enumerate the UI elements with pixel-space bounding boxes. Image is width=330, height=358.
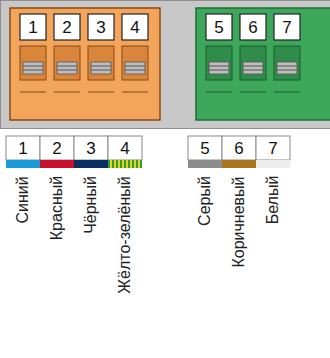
table-cell (222, 136, 256, 160)
table-cell (108, 136, 142, 160)
color-name: Жёлто-зелёный (117, 176, 133, 293)
opening-line (209, 66, 229, 67)
color-swatch (222, 160, 256, 168)
color-name: Белый (265, 176, 281, 225)
table-cell (6, 136, 40, 160)
clamp-body (88, 46, 114, 80)
clamp-body (206, 46, 232, 80)
color-swatch (40, 160, 74, 168)
clamp-body (122, 46, 148, 80)
number-window (122, 14, 148, 40)
opening-line (23, 66, 43, 67)
opening-line (209, 70, 229, 71)
table-cell (74, 136, 108, 160)
terminal-number: 2 (62, 19, 71, 36)
terminal-number: 4 (130, 19, 139, 36)
wire-opening (125, 62, 145, 74)
color-name: Коричневый (231, 176, 247, 267)
table-number: 5 (200, 140, 209, 157)
terminal-screws (20, 14, 300, 92)
table-number: 7 (268, 140, 277, 157)
opening-line (243, 70, 263, 71)
table-number: 2 (52, 140, 61, 157)
clamp-body (240, 46, 266, 80)
wire-opening (23, 62, 43, 74)
green-terminal-block (196, 8, 330, 120)
opening-line (243, 66, 263, 67)
number-window (206, 14, 232, 40)
color-name: Синий (15, 176, 31, 223)
number-window (274, 14, 300, 40)
orange-terminal-block (10, 8, 160, 120)
color-swatch (188, 160, 222, 168)
table-cell (256, 136, 290, 160)
terminal-number: 1 (28, 19, 37, 36)
terminal-number: 5 (214, 19, 223, 36)
block-rib (206, 92, 232, 93)
wire-opening (277, 62, 297, 74)
opening-line (91, 66, 111, 67)
block-rib (240, 92, 266, 93)
block-rib (20, 92, 46, 93)
table-number: 4 (120, 140, 129, 157)
color-swatch (6, 160, 40, 168)
opening-line (23, 70, 43, 71)
number-window (240, 14, 266, 40)
clamp-body (20, 46, 46, 80)
color-swatch (74, 160, 108, 168)
wire-opening (57, 62, 77, 74)
opening-line (125, 66, 145, 67)
clamp-body (54, 46, 80, 80)
opening-line (277, 66, 297, 67)
terminal-number: 7 (282, 19, 291, 36)
table-number: 3 (86, 140, 95, 157)
table-number: 6 (234, 140, 243, 157)
color-swatch (108, 160, 142, 168)
terminal-number: 3 (96, 19, 105, 36)
color-swatch (256, 160, 290, 168)
wire-opening (209, 62, 229, 74)
opening-line (125, 70, 145, 71)
terminal-number: 6 (248, 19, 257, 36)
number-window (54, 14, 80, 40)
opening-line (91, 70, 111, 71)
wire-opening (243, 62, 263, 74)
color-name: Серый (197, 176, 213, 226)
number-window (20, 14, 46, 40)
wire-opening (91, 62, 111, 74)
block-rib (54, 92, 80, 93)
block-rib (274, 92, 300, 93)
color-name: Чёрный (83, 176, 99, 234)
table-number: 1 (18, 140, 27, 157)
table-cells (6, 136, 290, 160)
color-name: Красный (49, 176, 65, 240)
number-window (88, 14, 114, 40)
table-cell (40, 136, 74, 160)
clamp-body (274, 46, 300, 80)
opening-line (57, 70, 77, 71)
block-rib (88, 92, 114, 93)
table-cell (188, 136, 222, 160)
block-rib (122, 92, 148, 93)
opening-line (57, 66, 77, 67)
opening-line (277, 70, 297, 71)
